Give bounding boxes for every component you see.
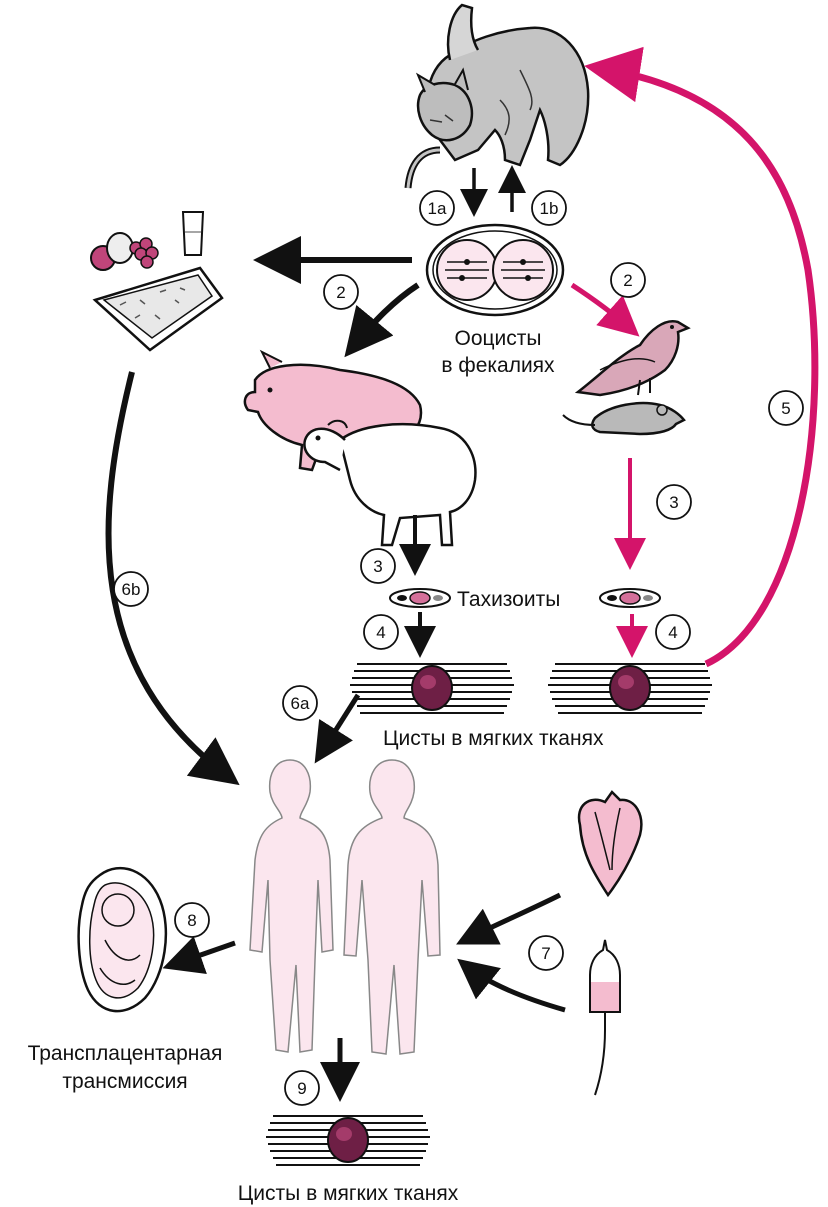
sheep-icon: [303, 419, 477, 547]
iv-bag-icon: [589, 939, 621, 1096]
tachyzoite-icon-right: [599, 588, 661, 608]
arrow-6b: [105, 371, 240, 786]
arrow-oocyst-to-livestock: [344, 282, 420, 358]
label-tachyzoites: Тахизоиты: [457, 588, 560, 611]
fetus-icon: [77, 866, 168, 1013]
food-icon: [90, 211, 224, 352]
tissue-cyst-icon-left: [349, 663, 515, 714]
oocyst-icon: [425, 223, 565, 317]
svg-text:9: 9: [297, 1079, 306, 1098]
step-8: 8: [174, 902, 210, 938]
tissue-cyst-icon-human: [265, 1115, 431, 1166]
svg-text:3: 3: [373, 557, 382, 576]
step-3-left: 3: [360, 548, 396, 584]
step-1b: 1b: [531, 190, 567, 226]
svg-text:1a: 1a: [428, 199, 447, 218]
heart-icon: [577, 790, 643, 898]
tissue-cyst-icon-right: [547, 663, 713, 714]
svg-text:2: 2: [336, 283, 345, 302]
step-7: 7: [528, 935, 564, 971]
svg-text:1b: 1b: [540, 199, 559, 218]
step-4-left: 4: [363, 614, 399, 650]
svg-text:3: 3: [669, 493, 678, 512]
bird-icon: [574, 319, 691, 397]
step-2-right: 2: [610, 262, 646, 298]
svg-text:4: 4: [376, 623, 385, 642]
step-6a: 6a: [282, 685, 318, 721]
label-oocysts-line1: Ооцисты: [455, 327, 542, 350]
svg-text:7: 7: [541, 944, 550, 963]
step-6b: 6b: [113, 571, 149, 607]
arrow-iv-to-human: [457, 958, 566, 1013]
svg-text:2: 2: [623, 271, 632, 290]
arrow-heart-to-human: [456, 892, 562, 945]
step-3-right: 3: [656, 484, 692, 520]
svg-text:5: 5: [781, 399, 790, 418]
step-2-left: 2: [323, 274, 359, 310]
step-5: 5: [768, 390, 804, 426]
arrow-6a: [314, 693, 361, 764]
label-cysts-human: Цисты в мягких тканях: [238, 1182, 459, 1205]
label-transplacental-line2: трансмиссия: [62, 1070, 187, 1093]
cat-icon: [404, 3, 590, 189]
svg-text:4: 4: [668, 623, 677, 642]
label-cysts-animals: Цисты в мягких тканях: [383, 727, 604, 750]
label-oocysts-line2: в фекалиях: [441, 354, 555, 377]
step-9: 9: [284, 1070, 320, 1106]
human-icon: [249, 759, 441, 1055]
svg-text:6a: 6a: [291, 694, 310, 713]
label-transplacental-line1: Трансплацентарная: [28, 1042, 223, 1065]
arrow-8: [162, 936, 236, 974]
mouse-icon: [562, 401, 686, 436]
svg-text:8: 8: [187, 911, 196, 930]
tachyzoite-icon-left: [389, 588, 451, 608]
step-4-right: 4: [655, 614, 691, 650]
step-1a: 1a: [419, 190, 455, 226]
svg-text:6b: 6b: [122, 580, 141, 599]
arrow-oocyst-to-bird: [570, 282, 640, 337]
arrow-5-to-cat: [584, 46, 819, 668]
